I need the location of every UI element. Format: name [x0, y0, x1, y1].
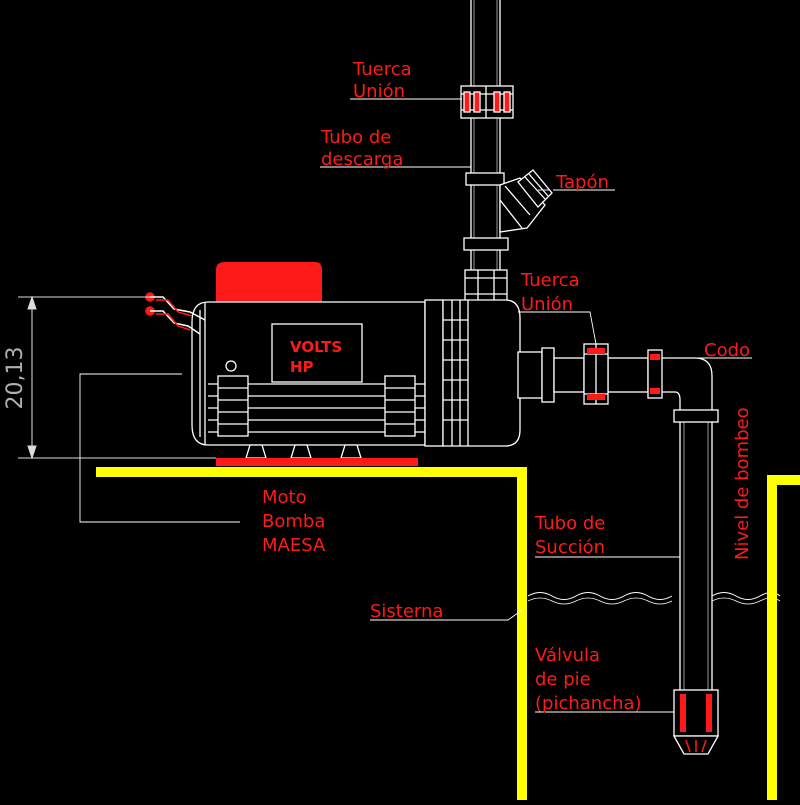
label-codo: Codo [704, 340, 750, 361]
foot-valve [672, 689, 720, 755]
union-nut-top [460, 85, 514, 119]
cistern-wall-left [96, 467, 527, 800]
union-nut-middle [464, 269, 508, 303]
pump-head [424, 299, 555, 447]
elbow-fitting [662, 357, 719, 423]
label-tuerca-union-mid-2: Unión [521, 294, 573, 315]
plug-cap [517, 169, 553, 208]
y-fitting [463, 172, 546, 251]
union-collar [647, 349, 663, 399]
pump-feet [245, 444, 362, 459]
leader-lines [79, 98, 752, 713]
label-tubo-succion-2: Succión [535, 537, 605, 558]
power-cable-accent [156, 299, 193, 331]
label-tuerca-union-mid-1: Tuerca [520, 270, 580, 291]
label-tapon: Tapón [555, 172, 609, 193]
label-tubo-succion-1: Tubo de [534, 513, 605, 534]
pump-base-plate [216, 458, 418, 466]
label-valvula-2: de pie [535, 669, 591, 690]
suction-pipe [679, 422, 713, 690]
horizontal-pipe [553, 357, 649, 393]
cistern-wall-right [767, 475, 800, 800]
label-sisterna: Sisterna [370, 601, 443, 622]
label-moto-bomba-3: MAESA [262, 535, 326, 556]
label-valvula-3: (pichancha) [535, 693, 642, 714]
label-tubo-descarga-1: Tubo de [320, 127, 391, 148]
nameplate-volts: VOLTS [290, 338, 342, 356]
label-moto-bomba-1: Moto [262, 487, 307, 508]
label-valvula-1: Válvula [535, 645, 600, 666]
motor-terminal-box [216, 262, 322, 306]
label-nivel-bombeo: Nivel de bombeo [732, 407, 753, 560]
nameplate-hp: HP [290, 358, 314, 376]
water-level-line [527, 592, 781, 600]
height-dimension [18, 295, 216, 460]
label-tuerca-union-top-1: Tuerca [352, 59, 412, 80]
motor-nameplate: VOLTS HP [271, 323, 363, 383]
height-dimension-value: 20,13 [3, 347, 28, 410]
union-nut-horizontal [583, 343, 609, 405]
label-tuerca-union-top-2: Unión [353, 81, 405, 102]
discharge-pipe [470, 0, 501, 270]
label-moto-bomba-2: Bomba [262, 511, 325, 532]
label-tubo-descarga-2: descarga [321, 149, 403, 170]
